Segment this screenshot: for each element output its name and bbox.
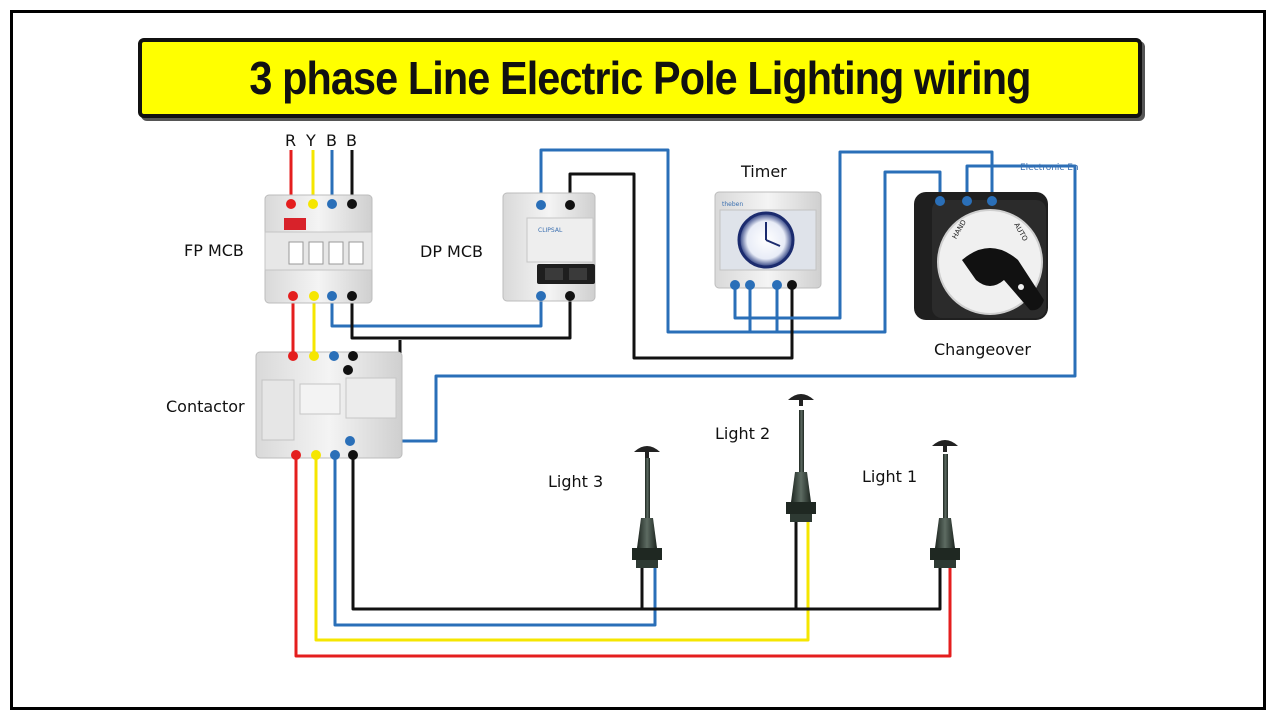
wire-y-out — [314, 455, 810, 642]
changeover-terminals — [935, 196, 997, 206]
fp-mcb-label: FP MCB — [184, 241, 244, 260]
phase-label-y: Y — [305, 131, 316, 150]
light-2-pole — [786, 394, 816, 522]
diagram-frame — [10, 10, 1266, 710]
light-3-label: Light 3 — [548, 472, 603, 491]
changeover-label: Changeover — [934, 340, 1031, 359]
wire-b-mcb-dp — [330, 296, 543, 328]
wire-changeover-mid — [350, 164, 1077, 443]
wire-b-out — [333, 455, 657, 627]
wire-dp-neutral-top — [568, 172, 794, 360]
dp-mcb-brand: CLIPSAL — [538, 227, 563, 234]
dp-mcb: CLIPSAL — [502, 192, 596, 302]
changeover-tag: Electronic En — [1020, 163, 1079, 173]
contactor — [255, 351, 403, 459]
phase-label-b1: B — [326, 131, 337, 150]
timer-terminals — [730, 280, 797, 290]
fp-mcb — [264, 194, 373, 304]
wire-n-mcb-dp — [350, 296, 572, 340]
phase-label-r: R — [285, 131, 296, 150]
light-3-pole — [632, 446, 662, 568]
light-1-pole — [930, 440, 960, 568]
light-1-label: Light 1 — [862, 467, 917, 486]
contactor-label: Contactor — [166, 397, 245, 416]
contactor-terminals — [288, 351, 358, 460]
phase-label-b2: B — [346, 131, 357, 150]
wire-n-out — [351, 455, 942, 611]
dp-mcb-terminals — [536, 200, 575, 301]
changeover-switch: HAND AUTO — [914, 192, 1048, 320]
title-banner: 3 phase Line Electric Pole Lighting wiri… — [138, 38, 1142, 118]
light-2-label: Light 2 — [715, 424, 770, 443]
wire-r-out — [294, 455, 952, 658]
wire-timer-changeover-a — [733, 150, 994, 320]
timer: theben — [714, 191, 822, 289]
timer-brand: theben — [722, 201, 743, 208]
dp-mcb-label: DP MCB — [420, 242, 483, 261]
timer-label: Timer — [740, 162, 787, 181]
page-title: 3 phase Line Electric Pole Lighting wiri… — [249, 52, 1031, 104]
fp-mcb-terminals — [286, 199, 357, 301]
